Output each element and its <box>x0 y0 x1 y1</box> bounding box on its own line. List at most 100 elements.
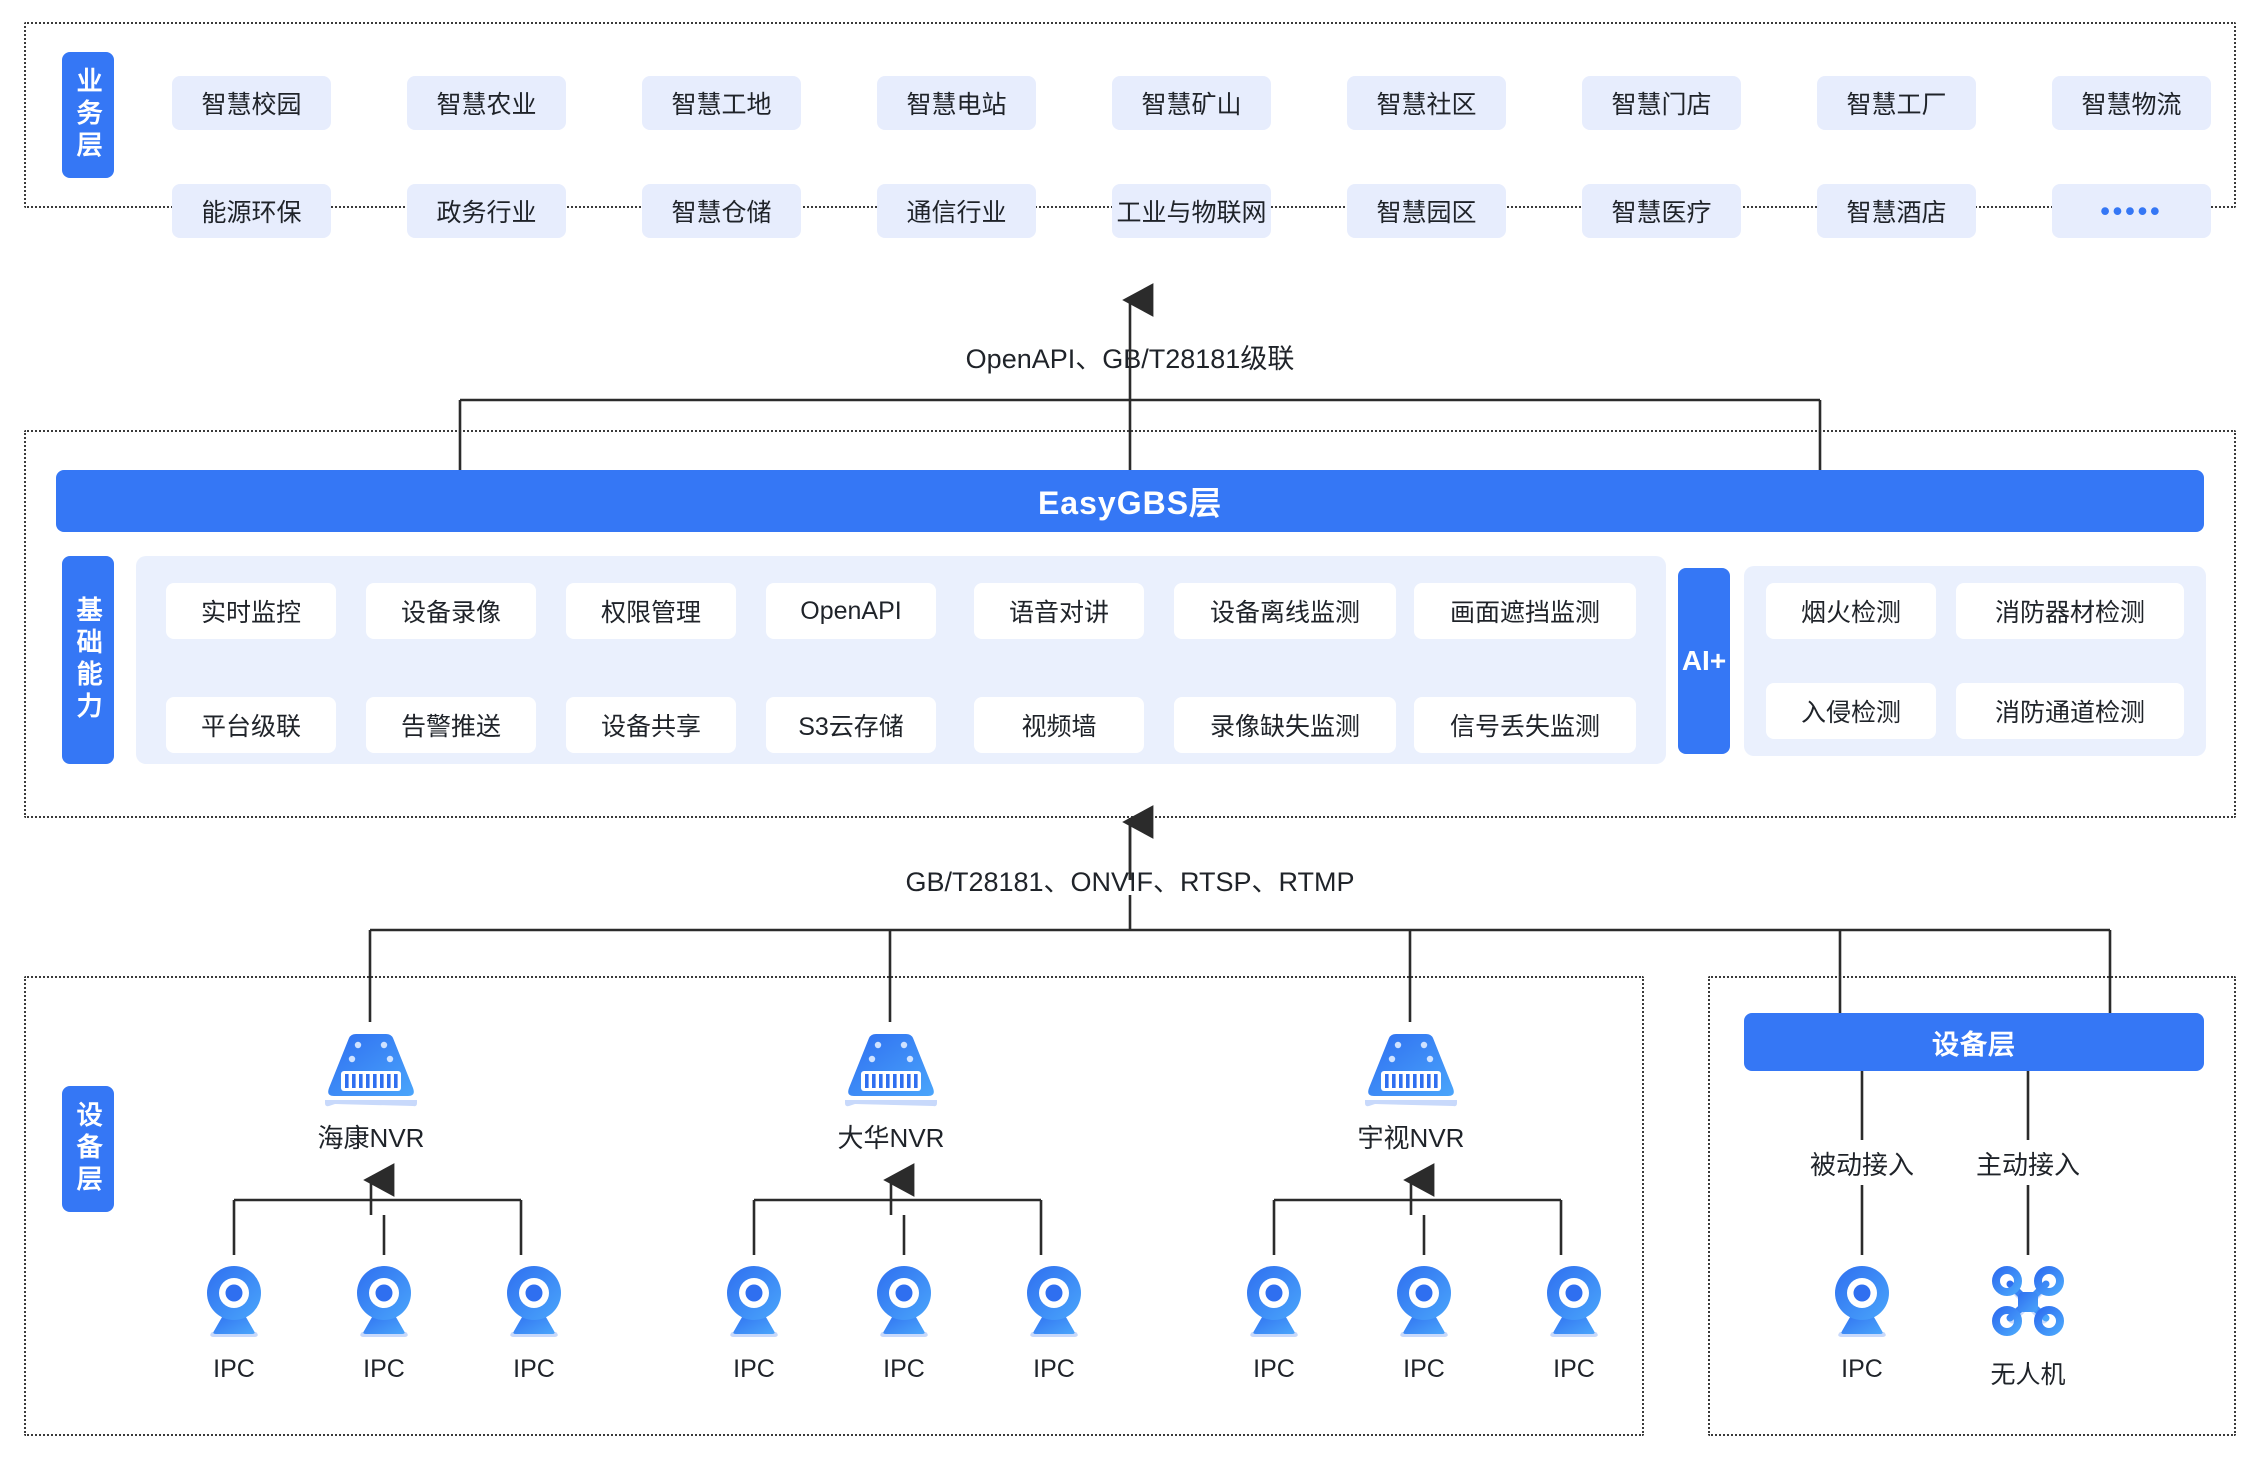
camera-label: IPC <box>1524 1355 1624 1384</box>
capability-chip[interactable]: 画面遮挡监测 <box>1414 583 1636 639</box>
device-layer-left-label-text: 设备层 <box>73 1101 104 1197</box>
business-chip-label: 智慧医疗 <box>1611 199 1712 227</box>
business-chip[interactable]: 智慧门店 <box>1582 76 1741 130</box>
camera-label-text: IPC <box>513 1355 555 1383</box>
camera-label: IPC <box>1374 1355 1474 1384</box>
capability-chip[interactable]: OpenAPI <box>766 583 936 639</box>
camera-label: IPC <box>484 1355 584 1384</box>
business-chip[interactable]: 智慧电站 <box>877 76 1036 130</box>
camera-label-text: IPC <box>1403 1355 1445 1383</box>
ai-capability-chip-label: 烟火检测 <box>1800 599 1901 627</box>
capability-chip-label: 实时监控 <box>200 599 301 627</box>
device-layer-left-label: 设备层 <box>62 1086 114 1212</box>
business-chip[interactable]: 智慧农业 <box>407 76 566 130</box>
capability-chip-label: 设备录像 <box>400 599 501 627</box>
ai-capability-chip[interactable]: 消防器材检测 <box>1956 583 2184 639</box>
camera-icon[interactable] <box>868 1262 940 1340</box>
camera-label-text: IPC <box>1841 1355 1883 1383</box>
capability-chip-label: 设备离线监测 <box>1209 599 1360 627</box>
business-chip[interactable]: 智慧校园 <box>172 76 331 130</box>
business-chip[interactable]: 能源环保 <box>172 184 331 238</box>
platform-capability-label: 基础能力 <box>62 556 114 764</box>
capability-chip-label: 语音对讲 <box>1008 599 1109 627</box>
business-chip[interactable]: 智慧园区 <box>1347 184 1506 238</box>
nvr-label: 大华NVR <box>791 1118 991 1155</box>
business-chip[interactable]: 工业与物联网 <box>1112 184 1271 238</box>
access-mode-label: 被动接入 <box>1782 1145 1942 1182</box>
drone-icon[interactable] <box>1990 1262 2066 1340</box>
drone-label: 无人机 <box>1978 1355 2078 1391</box>
ai-capability-chip-label: 消防器材检测 <box>1994 599 2145 627</box>
camera-label: IPC <box>1224 1355 1324 1384</box>
business-chip-label: 智慧工厂 <box>1846 91 1947 119</box>
connector-bottom-label: GB/T28181、ONVIF、RTSP、RTMP <box>905 867 1355 897</box>
business-chip[interactable]: 智慧医疗 <box>1582 184 1741 238</box>
camera-label-text: IPC <box>733 1355 775 1383</box>
nvr-label: 海康NVR <box>271 1118 471 1155</box>
camera-icon[interactable] <box>1238 1262 1310 1340</box>
business-chip-more[interactable]: ••••• <box>2052 184 2211 238</box>
capability-chip[interactable]: S3云存储 <box>766 697 936 753</box>
camera-icon[interactable] <box>348 1262 420 1340</box>
business-chip[interactable]: 智慧矿山 <box>1112 76 1271 130</box>
nvr-icon[interactable] <box>1361 1030 1461 1110</box>
access-mode-label-text: 主动接入 <box>1975 1150 2080 1180</box>
business-chip-label: 智慧农业 <box>436 91 537 119</box>
capability-chip-label: OpenAPI <box>800 596 902 625</box>
capability-chip-label: 平台级联 <box>200 713 301 741</box>
camera-label: IPC <box>704 1355 804 1384</box>
camera-icon[interactable] <box>1826 1262 1898 1340</box>
ai-capability-chip[interactable]: 消防通道检测 <box>1956 683 2184 739</box>
camera-icon[interactable] <box>718 1262 790 1340</box>
camera-label-text: IPC <box>1553 1355 1595 1383</box>
business-chip[interactable]: 智慧工地 <box>642 76 801 130</box>
capability-chip[interactable]: 设备共享 <box>566 697 736 753</box>
ai-capability-chip[interactable]: 入侵检测 <box>1766 683 1936 739</box>
capability-chip[interactable]: 告警推送 <box>366 697 536 753</box>
capability-chip[interactable]: 实时监控 <box>166 583 336 639</box>
business-chip[interactable]: 政务行业 <box>407 184 566 238</box>
camera-label: IPC <box>1812 1355 1912 1384</box>
camera-icon[interactable] <box>1538 1262 1610 1340</box>
business-chip[interactable]: 智慧仓储 <box>642 184 801 238</box>
camera-label-text: IPC <box>363 1355 405 1383</box>
business-chip-label: 智慧园区 <box>1376 199 1477 227</box>
capability-chip[interactable]: 设备离线监测 <box>1174 583 1396 639</box>
camera-label: IPC <box>854 1355 954 1384</box>
nvr-label: 宇视NVR <box>1311 1118 1511 1155</box>
business-chip[interactable]: 智慧社区 <box>1347 76 1506 130</box>
business-chip-label: 通信行业 <box>906 199 1007 227</box>
capability-chip[interactable]: 录像缺失监测 <box>1174 697 1396 753</box>
business-chip-label: 政务行业 <box>436 199 537 227</box>
nvr-icon[interactable] <box>321 1030 421 1110</box>
capability-chip[interactable]: 信号丢失监测 <box>1414 697 1636 753</box>
camera-icon[interactable] <box>198 1262 270 1340</box>
business-chip-label: 智慧社区 <box>1376 91 1477 119</box>
ai-plus-label-text: AI+ <box>1681 644 1727 676</box>
business-chip[interactable]: 智慧物流 <box>2052 76 2211 130</box>
business-chip[interactable]: 智慧酒店 <box>1817 184 1976 238</box>
access-mode-label-text: 被动接入 <box>1809 1150 1914 1180</box>
capability-chip[interactable]: 权限管理 <box>566 583 736 639</box>
capability-chip-label: 告警推送 <box>400 713 501 741</box>
device-layer-left-container <box>24 976 1644 1436</box>
device-layer-right-banner[interactable]: 设备层 <box>1744 1013 2204 1071</box>
camera-icon[interactable] <box>1388 1262 1460 1340</box>
capability-chip[interactable]: 设备录像 <box>366 583 536 639</box>
ai-plus-label: AI+ <box>1678 568 1730 754</box>
capability-chip[interactable]: 视频墙 <box>974 697 1144 753</box>
business-chip-label: 智慧电站 <box>906 91 1007 119</box>
nvr-icon[interactable] <box>841 1030 941 1110</box>
capability-chip[interactable]: 语音对讲 <box>974 583 1144 639</box>
business-chip[interactable]: 通信行业 <box>877 184 1036 238</box>
platform-capability-label-text: 基础能力 <box>73 596 104 724</box>
camera-label-text: IPC <box>1253 1355 1295 1383</box>
camera-icon[interactable] <box>1018 1262 1090 1340</box>
easygbs-banner[interactable]: EasyGBS层 <box>56 470 2204 532</box>
ai-capability-chip[interactable]: 烟火检测 <box>1766 583 1936 639</box>
business-chip[interactable]: 智慧工厂 <box>1817 76 1976 130</box>
business-chip-label: 工业与物联网 <box>1116 199 1267 227</box>
capability-chip[interactable]: 平台级联 <box>166 697 336 753</box>
nvr-label-text: 海康NVR <box>317 1123 425 1153</box>
camera-icon[interactable] <box>498 1262 570 1340</box>
